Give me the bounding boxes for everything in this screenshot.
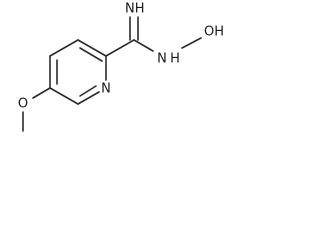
bond-n-oh <box>181 37 202 49</box>
bond-c2-c3 <box>49 39 79 57</box>
bonds <box>22 16 202 132</box>
hydroxyl-label: OH <box>204 25 224 40</box>
bond-c5-n <box>77 91 100 105</box>
ring-n-label: N <box>101 82 111 97</box>
bond-ring-o <box>32 87 51 99</box>
bond-c-n <box>133 39 154 52</box>
bond-c1-c2 <box>77 39 107 57</box>
imine-nh-label: NH <box>125 2 145 17</box>
amine-n-label: N <box>157 52 167 67</box>
bond-c1-c2-inner <box>79 47 103 62</box>
molecule-structure: NH N H OH N O <box>18 2 224 132</box>
ether-o-label: O <box>18 97 28 112</box>
bond-c5-n-inner <box>79 85 97 97</box>
atom-labels: NH N H OH N O <box>18 2 224 112</box>
bond-ring-amidine-c <box>105 39 135 57</box>
bond-c4-c5 <box>49 87 79 105</box>
amine-h-label: H <box>170 52 180 67</box>
